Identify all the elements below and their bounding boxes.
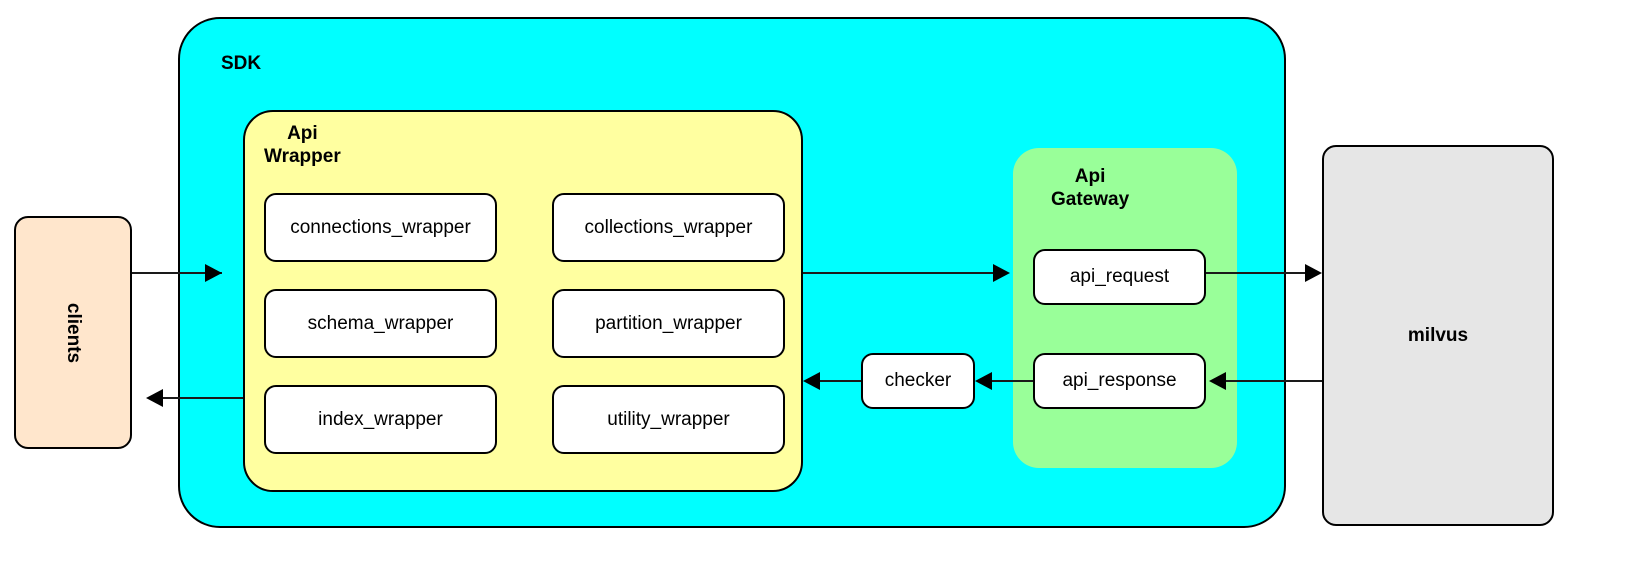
edge-response-to-checker	[992, 380, 1033, 382]
edge-milvus-to-response	[1226, 380, 1322, 382]
edge-request-to-milvus	[1206, 272, 1316, 274]
node-api-request[interactable]: api_request	[1033, 249, 1206, 305]
container-api-gateway-label: Api Gateway	[1051, 166, 1130, 211]
node-partition-wrapper-label: partition_wrapper	[595, 312, 742, 334]
edge-wrapper-to-gateway	[803, 272, 1008, 274]
edge-clients-to-sdk-arrowhead	[205, 264, 222, 282]
container-api-wrapper-label: Api Wrapper	[264, 123, 341, 168]
edge-milvus-to-response-arrowhead	[1209, 372, 1226, 390]
node-api-request-label: api_request	[1069, 266, 1170, 287]
edge-request-to-milvus-arrowhead	[1305, 264, 1322, 282]
edge-clients-to-sdk	[132, 272, 222, 274]
node-utility-wrapper[interactable]: utility_wrapper	[552, 385, 785, 454]
node-milvus[interactable]: milvus	[1322, 145, 1554, 526]
node-partition-wrapper[interactable]: partition_wrapper	[552, 289, 785, 358]
edge-wrapper-to-clients	[163, 397, 243, 399]
edge-checker-to-wrapper-arrowhead	[803, 372, 820, 390]
edge-wrapper-to-clients-arrowhead	[146, 389, 163, 407]
node-api-response-label: api_response	[1062, 370, 1177, 391]
node-collections-wrapper[interactable]: collections_wrapper	[552, 193, 785, 262]
edge-wrapper-to-gateway-arrowhead	[993, 264, 1010, 282]
node-schema-wrapper-label: schema_wrapper	[307, 312, 454, 334]
node-milvus-label: milvus	[1407, 324, 1469, 346]
node-connections-wrapper[interactable]: connections_wrapper	[264, 193, 497, 262]
node-schema-wrapper[interactable]: schema_wrapper	[264, 289, 497, 358]
edge-checker-to-wrapper	[820, 380, 861, 382]
node-index-wrapper-label: index_wrapper	[318, 408, 443, 430]
node-index-wrapper[interactable]: index_wrapper	[264, 385, 497, 454]
node-api-response[interactable]: api_response	[1033, 353, 1206, 409]
node-checker-label: checker	[884, 370, 952, 391]
container-api-gateway[interactable]: Api Gateway	[1013, 148, 1237, 468]
node-connections-wrapper-label: connections_wrapper	[290, 216, 471, 238]
node-utility-wrapper-label: utility_wrapper	[607, 408, 730, 430]
edge-response-to-checker-arrowhead	[975, 372, 992, 390]
node-checker[interactable]: checker	[861, 353, 975, 409]
container-sdk-label: SDK	[221, 53, 262, 74]
node-clients[interactable]: clients	[14, 216, 132, 449]
node-clients-label: clients	[62, 302, 84, 363]
node-collections-wrapper-label: collections_wrapper	[584, 216, 753, 238]
